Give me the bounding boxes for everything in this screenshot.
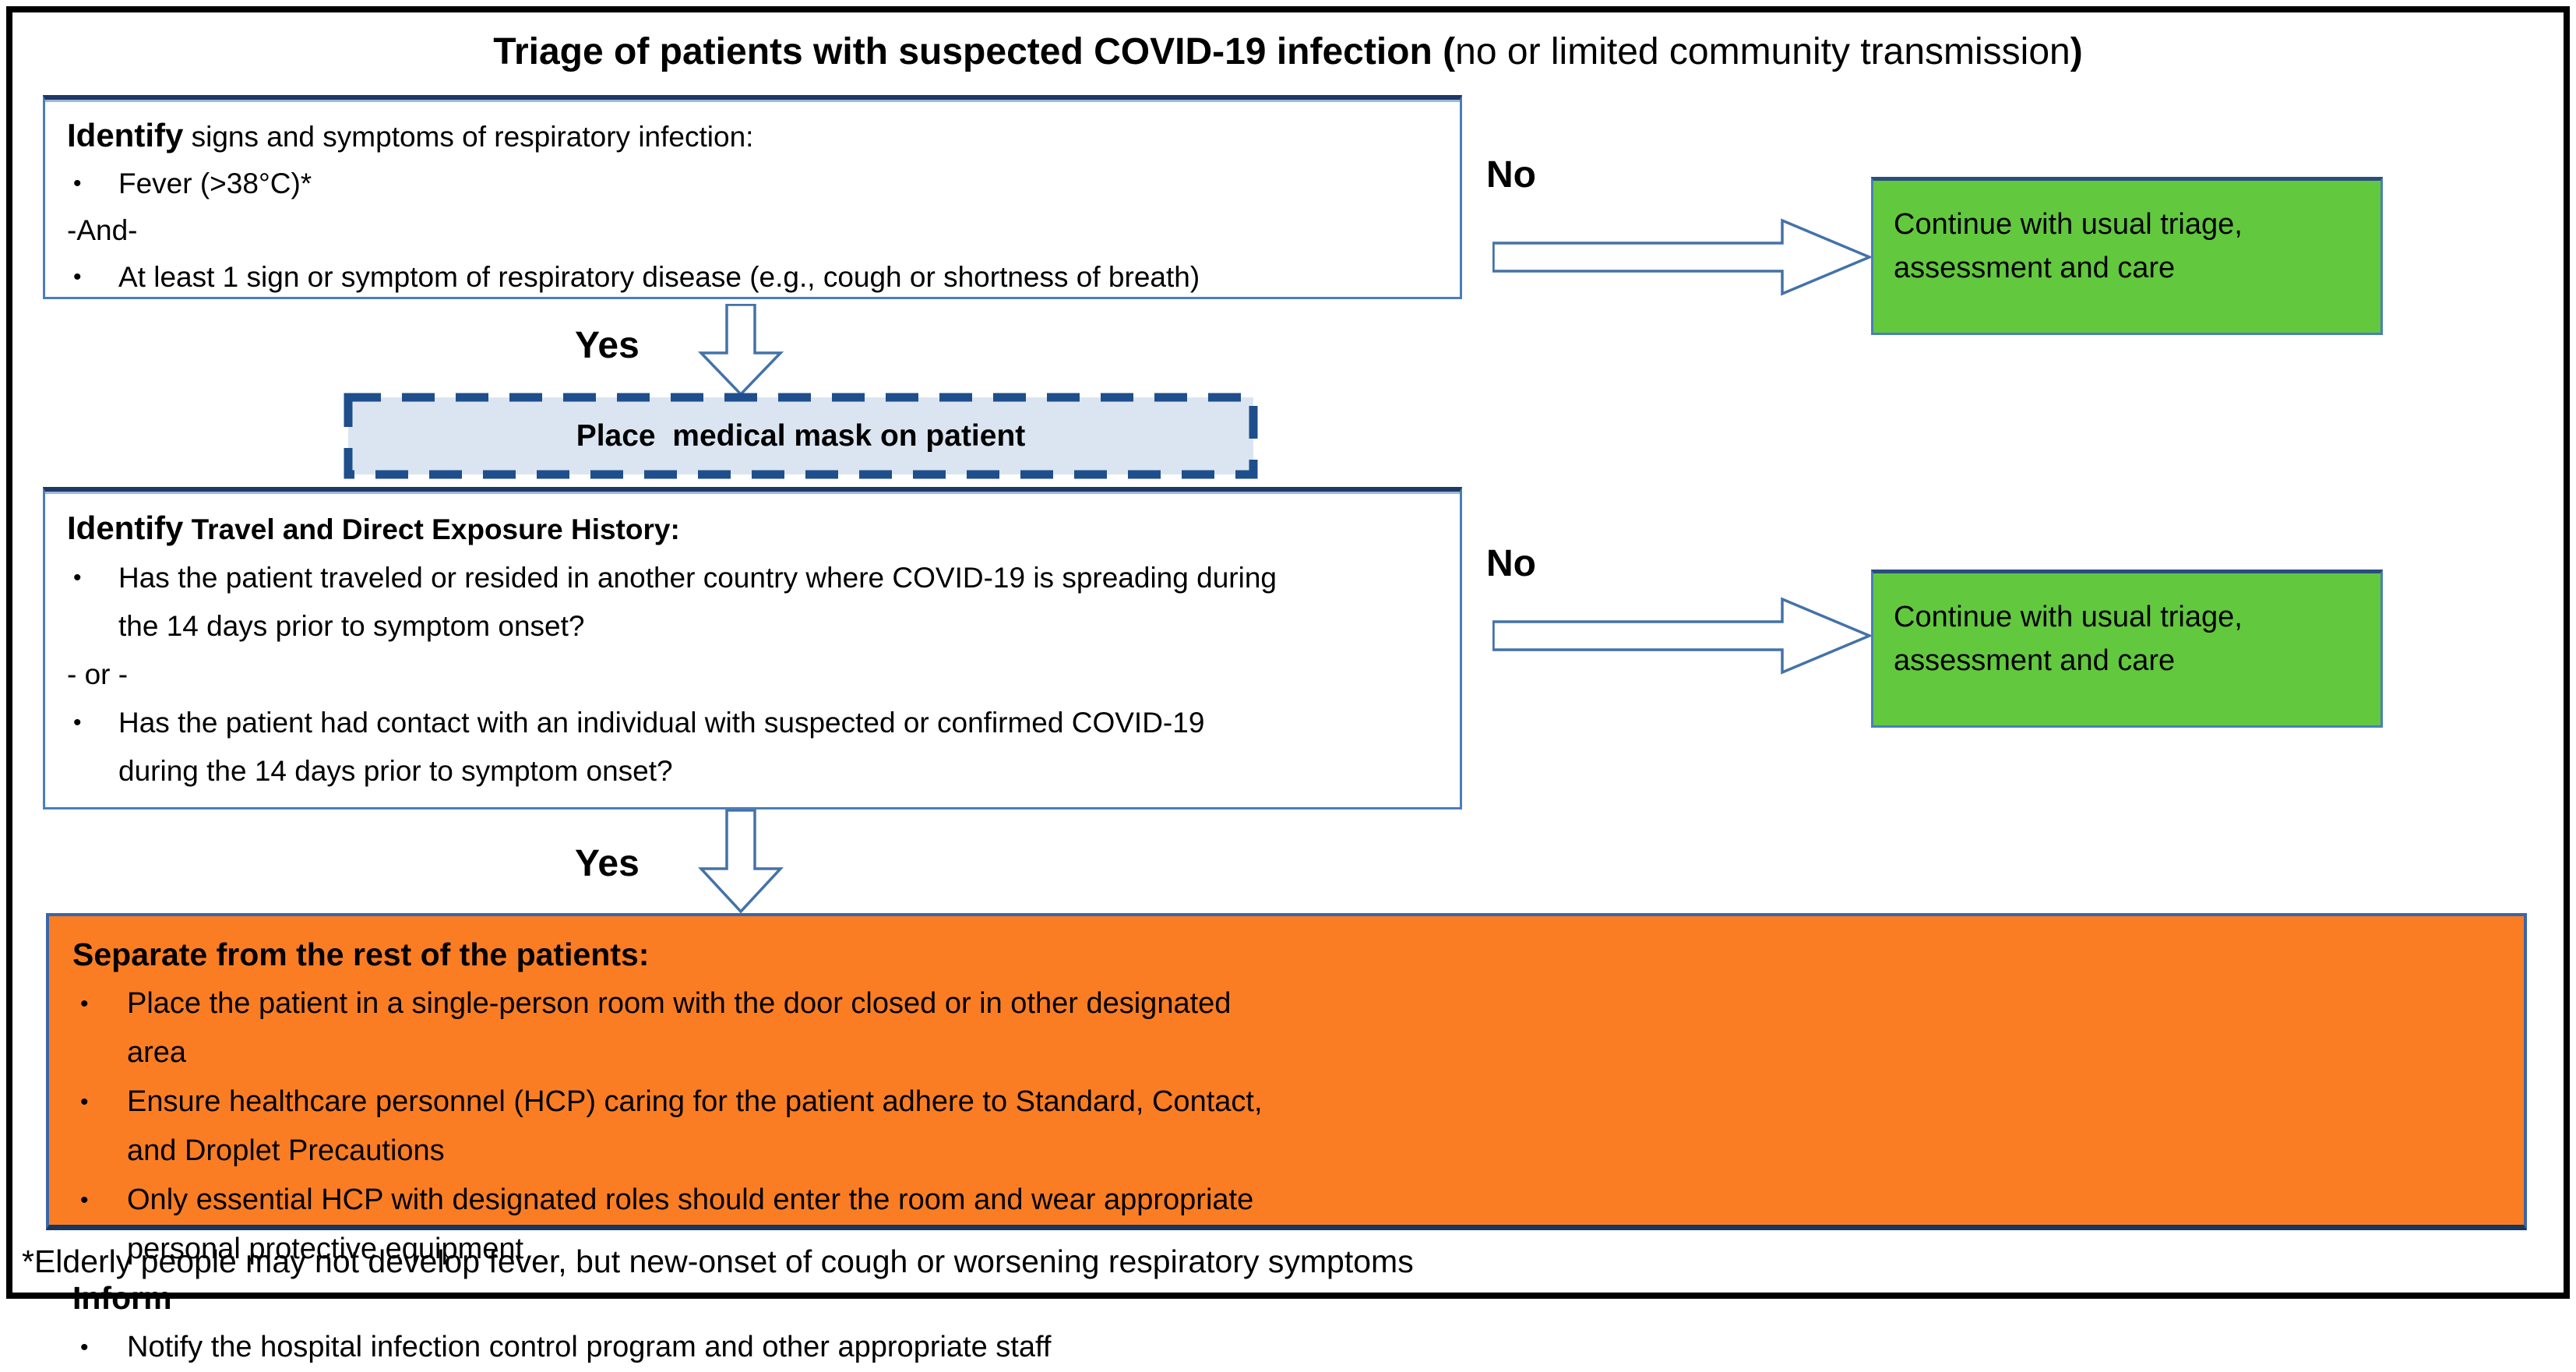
separate-heading: Separate from the rest of the patients: (72, 936, 650, 972)
exposure-heading-rest: Travel and Direct Exposure History: (183, 513, 680, 545)
outcome-box-1: Continue with usual triage, assessment a… (1871, 177, 2383, 335)
right-arrow-icon-1 (1492, 218, 1872, 296)
exposure-box-heading: Identify Travel and Direct Exposure Hist… (67, 504, 1438, 554)
right-arrow-icon-2 (1492, 597, 1872, 675)
title-bold-suffix: ) (2070, 31, 2083, 72)
title-normal: no or limited community transmission (1455, 31, 2070, 72)
symptom-heading-lead: Identify (67, 117, 184, 153)
action-bullet-ppe: Only essential HCP with designated roles… (72, 1176, 2500, 1274)
exposure-box: Identify Travel and Direct Exposure Hist… (43, 487, 1462, 809)
no-label-2: No (1486, 543, 1536, 584)
inform-heading: Inform (72, 1280, 172, 1316)
exposure-bullet-travel: Has the patient traveled or resided in a… (67, 554, 1438, 651)
action-bullet-notify: Notify the hospital infection control pr… (72, 1323, 2500, 1372)
mask-box-dashed-border (344, 393, 1258, 479)
no-label-1: No (1486, 154, 1536, 196)
symptom-bullet-respiratory: At least 1 sign or symptom of respirator… (67, 254, 1438, 301)
symptom-bullet-fever: Fever (>38°C)* (67, 160, 1438, 207)
exposure-bullet-contact: Has the patient had contact with an indi… (67, 699, 1438, 795)
action-bullet-room: Place the patient in a single-person roo… (72, 979, 2500, 1077)
title-bold-prefix: Triage of patients with suspected COVID-… (493, 31, 1456, 72)
outcome-box-2: Continue with usual triage, assessment a… (1871, 570, 2383, 728)
symptom-box: Identify signs and symptoms of respirato… (43, 95, 1462, 299)
yes-label-1: Yes (575, 325, 640, 366)
action-bullet-precautions: Ensure healthcare personnel (HCP) caring… (72, 1077, 2500, 1176)
exposure-heading-lead: Identify (67, 510, 184, 546)
mask-box-label: Place medical mask on patient (576, 418, 1026, 453)
or-connector: - or - (67, 658, 129, 690)
yes-label-2: Yes (575, 843, 640, 884)
separate-inform-box: Separate from the rest of the patients: … (46, 913, 2527, 1363)
symptom-heading-rest: signs and symptoms of respiratory infect… (183, 121, 754, 153)
footnote: *Elderly people may not develop fever, b… (22, 1243, 1414, 1279)
page-frame: Triage of patients with suspected COVID-… (6, 6, 2570, 1363)
down-arrow-icon-1 (698, 304, 784, 396)
symptom-box-heading: Identify signs and symptoms of respirato… (67, 112, 1438, 160)
mask-box: Place medical mask on patient (344, 393, 1258, 479)
down-arrow-icon-2 (698, 809, 784, 913)
diagram-title: Triage of patients with suspected COVID-… (12, 30, 2564, 75)
and-connector: -And- (67, 214, 138, 246)
